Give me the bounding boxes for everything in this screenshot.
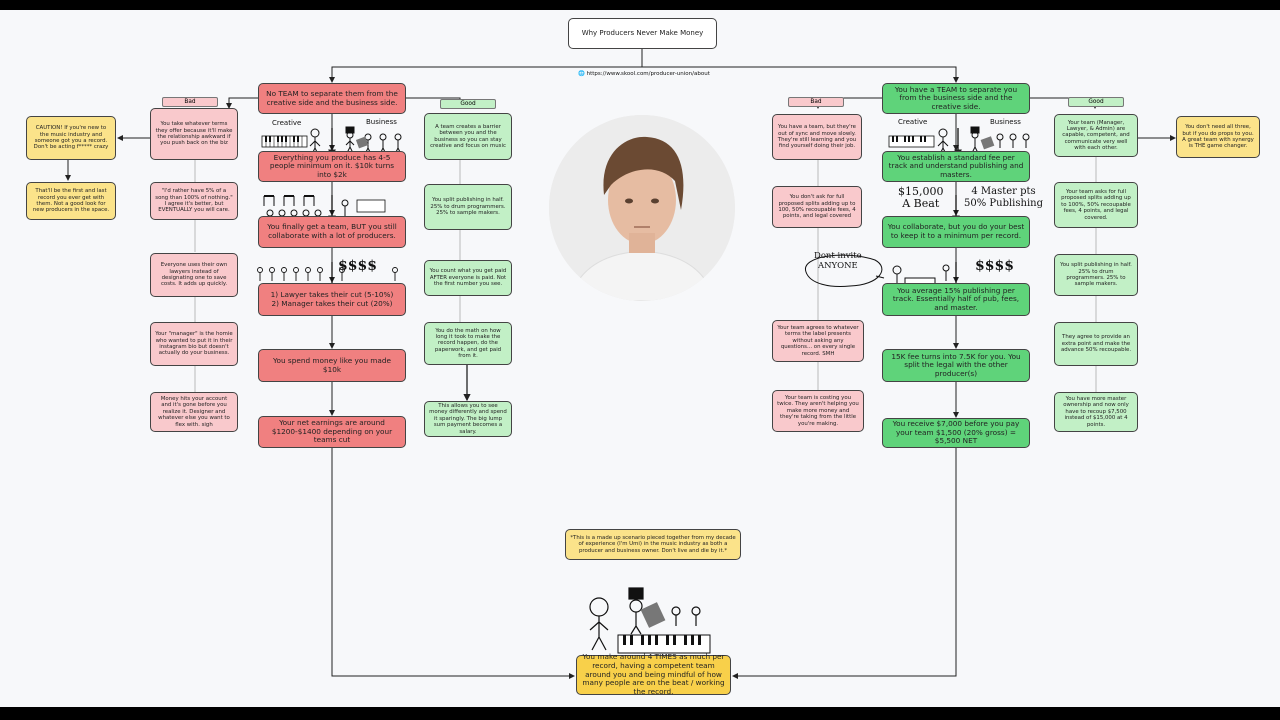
- left-bad-1: You take whatever terms they offer becau…: [150, 108, 238, 160]
- right-bad-label: Bad: [788, 97, 844, 107]
- right-bad-4: Your team is costing you twice. They are…: [772, 390, 864, 432]
- presenter-photo: [549, 115, 735, 301]
- right-good-2: Your team asks for full proposed splits …: [1054, 182, 1138, 228]
- left-header: No TEAM to separate them from the creati…: [258, 83, 406, 114]
- right-header: You have a TEAM to separate you from the…: [882, 83, 1030, 114]
- points-doodle-text: 4 Master pts 50% Publishing: [964, 186, 1043, 209]
- disclaimer-note: *This is a made up scenario pieced toget…: [565, 529, 741, 560]
- money-doodle-right: $$$$: [975, 258, 1014, 274]
- url-link[interactable]: 🌐 https://www.skool.com/producer-union/a…: [578, 71, 710, 77]
- right-bad-3: Your team agrees to whatever terms the l…: [772, 320, 864, 362]
- url-text: https://www.skool.com/producer-union/abo…: [586, 71, 710, 77]
- stick-figures-right-top: [937, 126, 1030, 157]
- right-good-4: They agree to provide an extra point and…: [1054, 322, 1138, 366]
- money-doodle-left: $$$$: [338, 258, 377, 274]
- drum-kit-doodle: [356, 199, 386, 213]
- team-note: You don't need all three, but if you do …: [1176, 116, 1260, 158]
- left-bad-4: Your "manager" is the homie who wanted t…: [150, 322, 238, 366]
- left-step-5: Your net earnings are around $1200-$1400…: [258, 416, 406, 448]
- fee-doodle-text: $15,000 A Beat: [898, 185, 944, 211]
- right-good-5: You have more master ownership and now o…: [1054, 392, 1138, 432]
- right-step-1: You establish a standard fee per track a…: [882, 151, 1030, 182]
- diagram-title: Why Producers Never Make Money: [568, 18, 717, 49]
- right-good-label: Good: [1068, 97, 1124, 107]
- left-good-3: You count what you get paid AFTER everyo…: [424, 260, 512, 296]
- right-step-3: You average 15% publishing per track. Es…: [882, 283, 1030, 316]
- stick-figures-left-top: [309, 126, 402, 157]
- right-good-1: Your team (Manager, Lawyer, & Admin) are…: [1054, 114, 1138, 157]
- diagram-canvas: Why Producers Never Make Money 🌐 https:/…: [0, 10, 1280, 707]
- left-step-1: Everything you produce has 4-5 people mi…: [258, 151, 406, 182]
- briefcase-doodle: [355, 136, 369, 149]
- right-step-2: You collaborate, but you do your best to…: [882, 216, 1030, 248]
- right-bad-2: You don't ask for full proposed splits a…: [772, 186, 862, 228]
- right-business-label: Business: [990, 118, 1021, 126]
- right-step-4: 15K fee turns into 7.5K for you. You spl…: [882, 349, 1030, 382]
- piano-doodle-right: [888, 135, 935, 148]
- left-good-5: This allows you to see money differently…: [424, 401, 512, 437]
- right-good-3: You split publishing in half. 25% to dru…: [1054, 254, 1138, 296]
- left-bad-5: Money hits your account and it's gone be…: [150, 392, 238, 432]
- piano-doodle-left: [261, 135, 308, 148]
- left-good-2: You split publishing in half. 25% to dru…: [424, 184, 512, 230]
- caution-note: CAUTION! If you're new to the music indu…: [26, 116, 116, 160]
- conclusion-box: You make around 4 TIMES as much per reco…: [576, 653, 731, 696]
- caution-followup-note: That'll be the first and last record you…: [26, 182, 116, 220]
- left-bad-3: Everyone uses their own lawyers instead …: [150, 253, 238, 297]
- right-bad-1: You have a team, but they're out of sync…: [772, 114, 862, 160]
- left-good-label: Good: [440, 99, 496, 109]
- speech-bubble-text: Dont invite ANYONE: [814, 251, 862, 271]
- left-step-4: You spend money like you made $10k: [258, 349, 406, 382]
- right-creative-label: Creative: [898, 118, 928, 126]
- left-good-1: A team creates a barrier between you and…: [424, 113, 512, 160]
- left-bad-label: Bad: [162, 97, 218, 107]
- people-row-left: [257, 267, 398, 281]
- left-bad-2: "I'd rather have 5% of a song than 100% …: [150, 182, 238, 220]
- left-business-label: Business: [366, 118, 397, 126]
- connector-lines: [65, 49, 1176, 679]
- left-good-4: You do the math on how long it took to m…: [424, 322, 512, 365]
- right-step-5: You receive $7,000 before you pay your t…: [882, 418, 1030, 448]
- left-step-3: 1) Lawyer takes their cut (5-10%) 2) Man…: [258, 283, 406, 316]
- left-creative-label: Creative: [272, 119, 302, 127]
- left-step-2: You finally get a team, BUT you still co…: [258, 216, 406, 248]
